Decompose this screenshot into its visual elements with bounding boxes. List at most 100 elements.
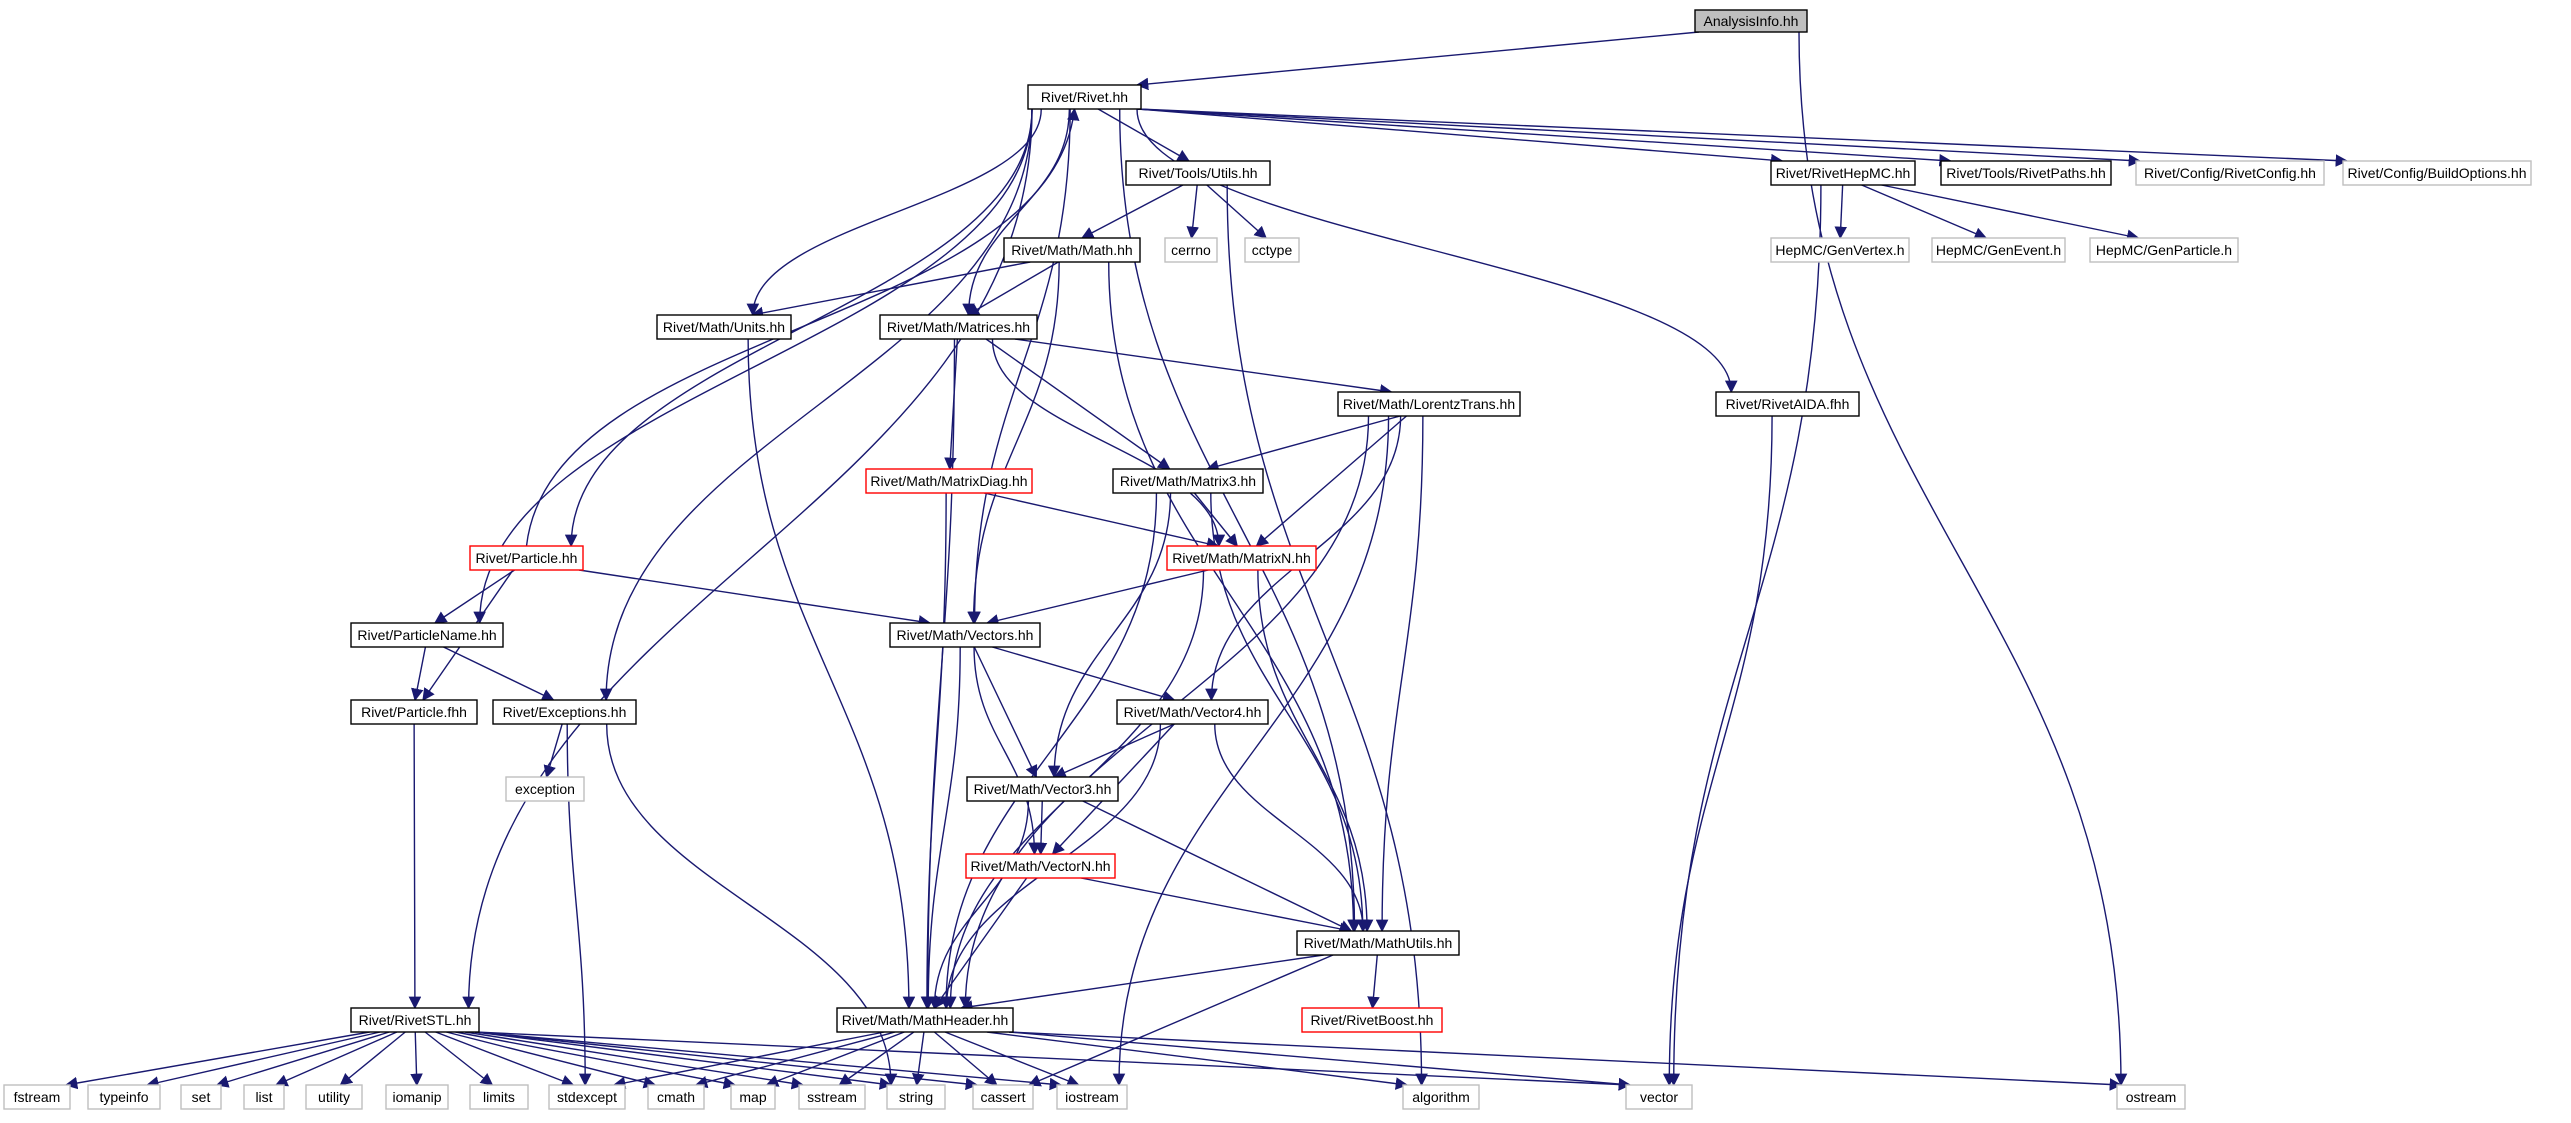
- edge-exceptions-to-exception: [543, 723, 563, 779]
- node-box: [965, 853, 1116, 879]
- node-particle[interactable]: Rivet/Particle.hh: [469, 545, 584, 571]
- node-box: [1164, 237, 1218, 263]
- node-cerrno[interactable]: cerrno: [1164, 237, 1218, 263]
- node-label: Rivet/Exceptions.hh: [503, 704, 627, 720]
- node-box: [469, 545, 584, 571]
- node-fstream[interactable]: fstream: [3, 1084, 71, 1110]
- node-rivetconfig[interactable]: Rivet/Config/RivetConfig.hh: [2135, 160, 2325, 186]
- node-label: cerrno: [1171, 242, 1211, 258]
- node-genparticle[interactable]: HepMC/GenParticle.h: [2089, 237, 2239, 263]
- node-particlename[interactable]: Rivet/ParticleName.hh: [350, 622, 504, 648]
- edge-particle-to-particlename: [433, 569, 515, 624]
- edge-matrices-to-lorentztrans: [1014, 338, 1393, 397]
- node-box: [350, 699, 478, 725]
- node-math[interactable]: Rivet/Math/Math.hh: [1003, 237, 1141, 263]
- edge-utils-to-cerrno: [1186, 184, 1200, 240]
- node-rivet[interactable]: Rivet/Rivet.hh: [1027, 84, 1142, 110]
- node-genevent[interactable]: HepMC/GenEvent.h: [1931, 237, 2066, 263]
- node-string[interactable]: string: [886, 1084, 946, 1110]
- node-label: AnalysisInfo.hh: [1704, 13, 1799, 29]
- node-exceptions[interactable]: Rivet/Exceptions.hh: [492, 699, 637, 725]
- node-rivethepmc[interactable]: Rivet/RivetHepMC.hh: [1770, 160, 1916, 186]
- node-label: Rivet/Math/VectorN.hh: [970, 858, 1110, 874]
- node-vector4[interactable]: Rivet/Math/Vector4.hh: [1116, 699, 1269, 725]
- node-box: [3, 1084, 71, 1110]
- node-label: Rivet/Math/MatrixDiag.hh: [870, 473, 1027, 489]
- node-list[interactable]: list: [243, 1084, 285, 1110]
- node-label: Rivet/Math/MatrixN.hh: [1172, 550, 1310, 566]
- edge-analysisinfo-to-ostream: [1798, 31, 2128, 1087]
- node-matrixn[interactable]: Rivet/Math/MatrixN.hh: [1166, 545, 1317, 571]
- node-box: [350, 622, 504, 648]
- node-limits[interactable]: limits: [469, 1084, 529, 1110]
- node-label: Rivet/Config/BuildOptions.hh: [2348, 165, 2527, 181]
- node-label: Rivet/RivetAIDA.fhh: [1726, 396, 1850, 412]
- edge-math-to-mathutils: [1108, 261, 1360, 933]
- node-cctype[interactable]: cctype: [1244, 237, 1300, 263]
- node-stdexcept[interactable]: stdexcept: [548, 1084, 626, 1110]
- node-matrixdiag[interactable]: Rivet/Math/MatrixDiag.hh: [865, 468, 1033, 494]
- node-box: [836, 1007, 1014, 1033]
- edge-analysisinfo-to-rivet: [1135, 31, 1700, 91]
- edge-rivetstl-to-stdexcept: [435, 1031, 575, 1087]
- node-cassert[interactable]: cassert: [972, 1084, 1034, 1110]
- node-vector[interactable]: vector: [1625, 1084, 1693, 1110]
- edge-rivetstl-to-utility: [339, 1031, 406, 1086]
- node-box: [1112, 468, 1264, 494]
- edge-particle-to-vectors: [578, 569, 932, 628]
- node-matrices[interactable]: Rivet/Math/Matrices.hh: [879, 314, 1038, 340]
- node-utility[interactable]: utility: [305, 1084, 363, 1110]
- node-map[interactable]: map: [730, 1084, 776, 1110]
- node-sstream[interactable]: sstream: [798, 1084, 866, 1110]
- node-vectorn[interactable]: Rivet/Math/VectorN.hh: [965, 853, 1116, 879]
- node-typeinfo[interactable]: typeinfo: [87, 1084, 161, 1110]
- node-label: Rivet/RivetBoost.hh: [1311, 1012, 1434, 1028]
- edge-lorentztrans-to-iostream: [1112, 415, 1390, 1087]
- edge-vectors-to-vectorn: [973, 646, 1041, 856]
- edge-rivetstl-to-limits: [424, 1031, 494, 1086]
- edge-rivet-to-units: [746, 108, 1042, 317]
- edge-particlefhh-to-rivetstl: [408, 723, 422, 1010]
- node-label: Rivet/Math/Math.hh: [1011, 242, 1132, 258]
- node-genvertex[interactable]: HepMC/GenVertex.h: [1770, 237, 1910, 263]
- node-algorithm[interactable]: algorithm: [1402, 1084, 1480, 1110]
- edge-vectorn-to-mathheader: [933, 877, 1028, 1010]
- node-box: [1116, 699, 1269, 725]
- node-label: Rivet/Math/MathUtils.hh: [1304, 935, 1453, 951]
- node-ostream[interactable]: ostream: [2116, 1084, 2186, 1110]
- node-rivetboost[interactable]: Rivet/RivetBoost.hh: [1301, 1007, 1443, 1033]
- node-cmath[interactable]: cmath: [647, 1084, 705, 1110]
- node-rivetstl[interactable]: Rivet/RivetSTL.hh: [350, 1007, 480, 1033]
- node-label: Rivet/Tools/Utils.hh: [1138, 165, 1257, 181]
- node-buildoptions[interactable]: Rivet/Config/BuildOptions.hh: [2342, 160, 2532, 186]
- node-mathutils[interactable]: Rivet/Math/MathUtils.hh: [1296, 930, 1460, 956]
- node-mathheader[interactable]: Rivet/Math/MathHeader.hh: [836, 1007, 1014, 1033]
- node-box: [730, 1084, 776, 1110]
- node-particlefhh[interactable]: Rivet/Particle.fhh: [350, 699, 478, 725]
- node-lorentztrans[interactable]: Rivet/Math/LorentzTrans.hh: [1337, 391, 1521, 417]
- edge-rivet-to-exceptions: [599, 108, 1033, 702]
- node-vectors[interactable]: Rivet/Math/Vectors.hh: [889, 622, 1041, 648]
- node-box: [1301, 1007, 1443, 1033]
- node-exception[interactable]: exception: [505, 776, 585, 802]
- node-units[interactable]: Rivet/Math/Units.hh: [656, 314, 792, 340]
- node-label: exception: [515, 781, 575, 797]
- node-label: Rivet/Rivet.hh: [1041, 89, 1128, 105]
- node-rivetaida[interactable]: Rivet/RivetAIDA.fhh: [1715, 391, 1860, 417]
- node-set[interactable]: set: [180, 1084, 222, 1110]
- node-iostream[interactable]: iostream: [1056, 1084, 1128, 1110]
- node-iomanip[interactable]: iomanip: [385, 1084, 449, 1110]
- node-label: Rivet/Math/Matrix3.hh: [1120, 473, 1256, 489]
- node-matrix3[interactable]: Rivet/Math/Matrix3.hh: [1112, 468, 1264, 494]
- node-rivetpaths[interactable]: Rivet/Tools/RivetPaths.hh: [1940, 160, 2112, 186]
- node-box: [1003, 237, 1141, 263]
- edge-vector3-to-mathutils: [1082, 800, 1353, 932]
- node-utils[interactable]: Rivet/Tools/Utils.hh: [1125, 160, 1271, 186]
- node-vector3[interactable]: Rivet/Math/Vector3.hh: [966, 776, 1119, 802]
- edge-vectorn-to-mathutils: [1080, 877, 1353, 935]
- node-label: ostream: [2126, 1089, 2177, 1105]
- edge-lorentztrans-to-mathutils: [1375, 415, 1424, 933]
- node-label: limits: [483, 1089, 515, 1105]
- node-analysisinfo[interactable]: AnalysisInfo.hh: [1694, 9, 1808, 33]
- node-box: [1244, 237, 1300, 263]
